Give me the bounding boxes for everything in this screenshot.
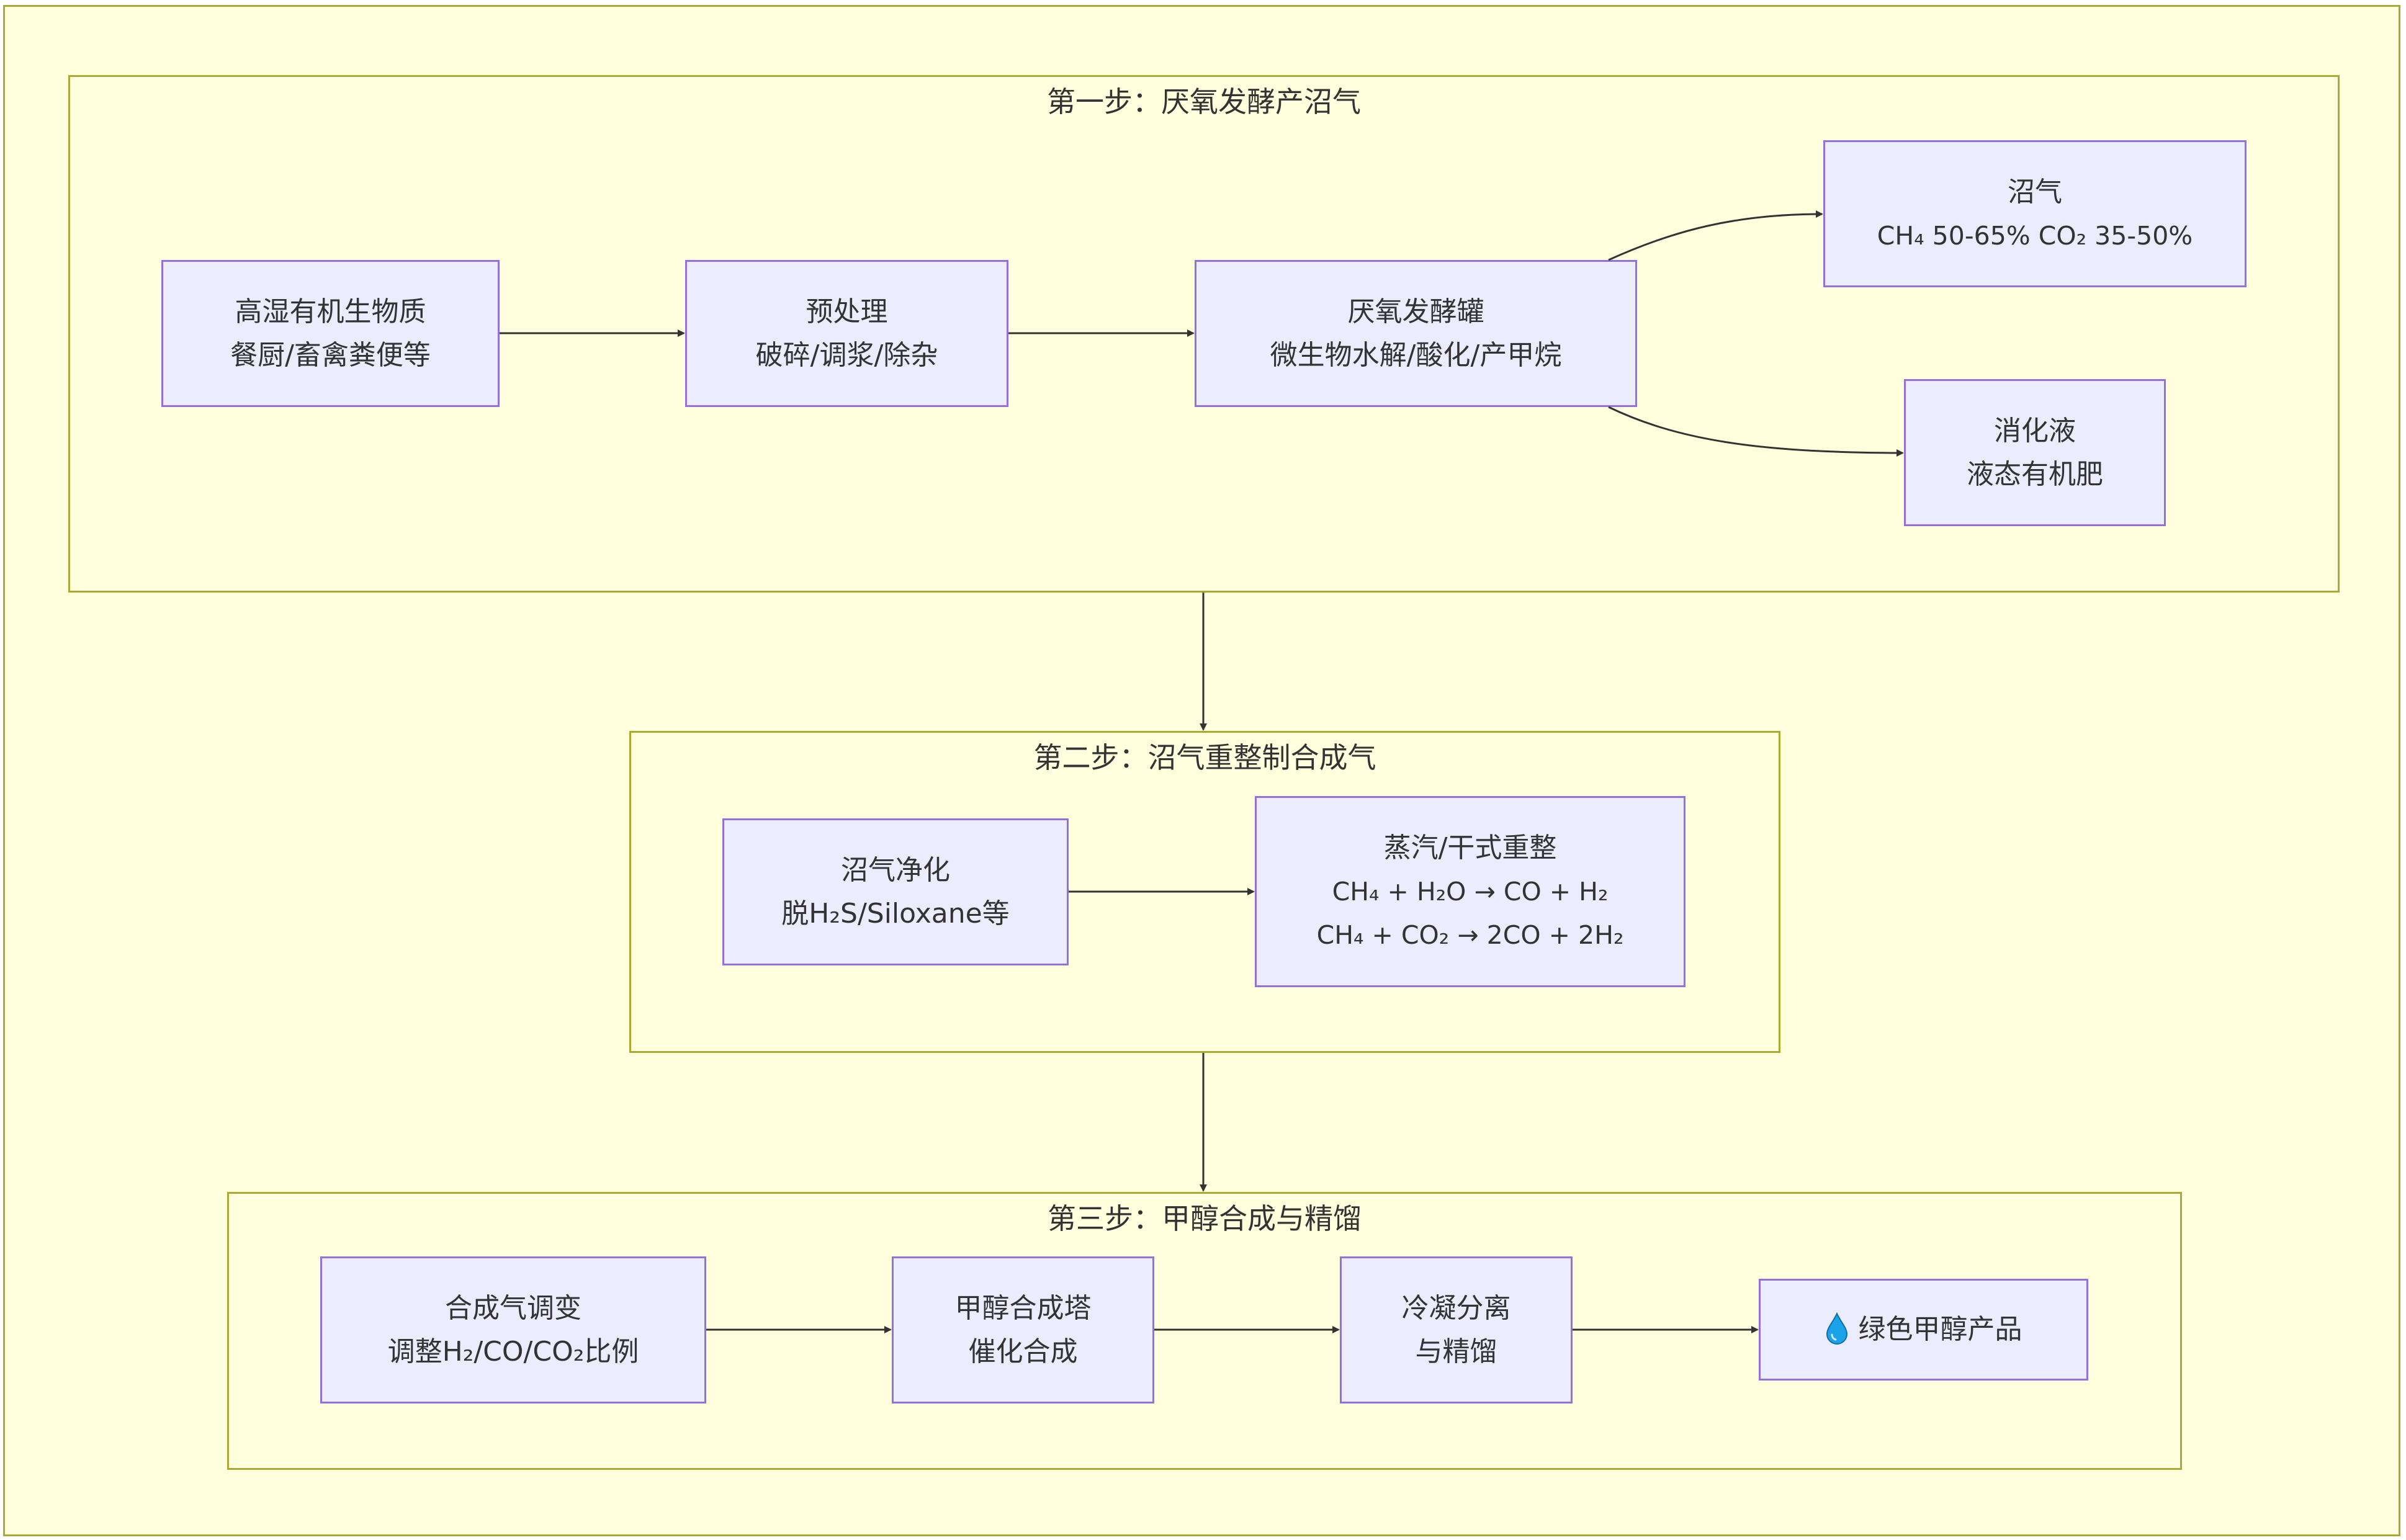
node-purification-detail: 脱H₂S/Siloxane等 xyxy=(781,897,1010,929)
node-digestate-detail: 液态有机肥 xyxy=(1967,458,2103,490)
node-synthesis-title: 甲醇合成塔 xyxy=(954,1292,1092,1324)
cluster-step1-title: 第一步：厌氧发酵产沼气 xyxy=(1047,85,1361,119)
node-pretreatment-detail: 破碎/调浆/除杂 xyxy=(755,339,938,371)
node-reforming[interactable]: 蒸汽/干式重整 CH₄ + H₂O → CO + H₂ CH₄ + CO₂ → … xyxy=(1255,796,1686,987)
node-pretreatment[interactable]: 预处理 破碎/调浆/除杂 xyxy=(685,260,1008,407)
node-reforming-title: 蒸汽/干式重整 xyxy=(1383,832,1557,864)
node-separation-detail: 与精馏 xyxy=(1415,1335,1497,1368)
node-biomass[interactable]: 高湿有机生物质 餐厨/畜禽粪便等 xyxy=(161,260,500,407)
node-pretreatment-title: 预处理 xyxy=(806,295,888,328)
cluster-step3-title: 第三步：甲醇合成与精馏 xyxy=(1048,1202,1362,1235)
node-biomass-title: 高湿有机生物质 xyxy=(235,295,426,328)
node-purification[interactable]: 沼气净化 脱H₂S/Siloxane等 xyxy=(722,818,1069,965)
node-product[interactable]: 绿色甲醇产品 xyxy=(1759,1279,2088,1381)
node-synthesis[interactable]: 甲醇合成塔 催化合成 xyxy=(892,1256,1154,1403)
node-reforming-formula-steam: CH₄ + H₂O → CO + H₂ xyxy=(1332,877,1609,907)
node-adjust-title: 合成气调变 xyxy=(445,1292,581,1324)
node-digester-title: 厌氧发酵罐 xyxy=(1347,295,1484,328)
node-digestate-title: 消化液 xyxy=(1994,414,2076,447)
node-purification-title: 沼气净化 xyxy=(841,854,950,886)
node-digester[interactable]: 厌氧发酵罐 微生物水解/酸化/产甲烷 xyxy=(1195,260,1637,407)
node-biomass-detail: 餐厨/畜禽粪便等 xyxy=(230,339,431,371)
node-product-label: 绿色甲醇产品 xyxy=(1858,1314,2022,1345)
droplet-icon xyxy=(1826,1312,1847,1345)
node-reforming-formula-dry: CH₄ + CO₂ → 2CO + 2H₂ xyxy=(1316,920,1624,950)
node-biogas-detail: CH₄ 50-65% CO₂ 35-50% xyxy=(1877,220,2193,251)
node-digester-detail: 微生物水解/酸化/产甲烷 xyxy=(1270,339,1562,371)
node-separation-title: 冷凝分离 xyxy=(1401,1292,1511,1324)
node-biogas-title: 沼气 xyxy=(2008,176,2062,208)
node-adjust-detail: 调整H₂/CO/CO₂比例 xyxy=(387,1335,639,1368)
node-adjust[interactable]: 合成气调变 调整H₂/CO/CO₂比例 xyxy=(320,1256,706,1403)
node-separation[interactable]: 冷凝分离 与精馏 xyxy=(1340,1256,1573,1403)
node-digestate[interactable]: 消化液 液态有机肥 xyxy=(1904,379,2166,526)
node-product-label-row: 绿色甲醇产品 xyxy=(1825,1308,2022,1351)
node-biogas[interactable]: 沼气 CH₄ 50-65% CO₂ 35-50% xyxy=(1823,140,2247,287)
node-synthesis-detail: 催化合成 xyxy=(968,1335,1078,1368)
cluster-step2-title: 第二步：沼气重整制合成气 xyxy=(1033,741,1376,774)
